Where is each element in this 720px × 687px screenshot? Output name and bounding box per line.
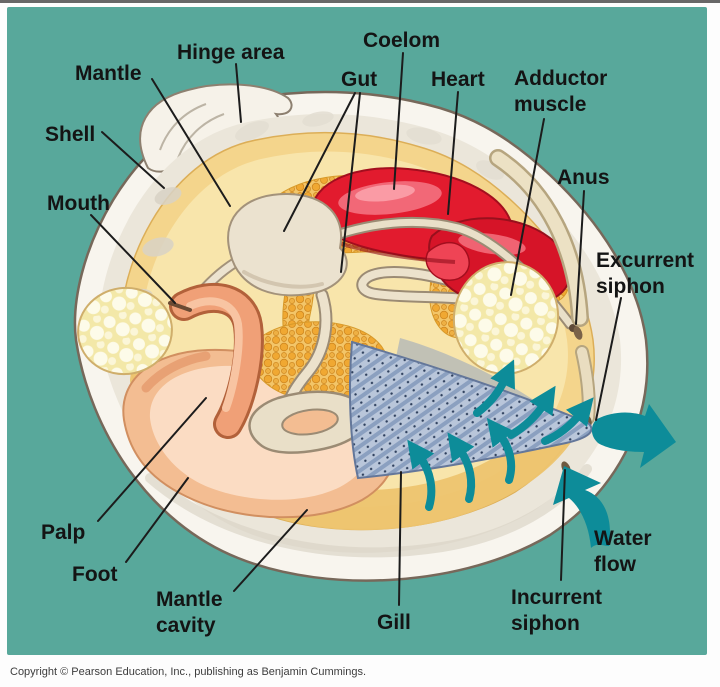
label-mouth: Mouth: [47, 192, 110, 215]
excurrent-opening: [573, 326, 583, 340]
gut-leader-b: [340, 92, 361, 273]
label-incurrent-siphon-1: Incurrent: [511, 586, 602, 609]
excurrent-flow-arrow: [473, 359, 515, 417]
label-gut: Gut: [341, 68, 377, 91]
intestine-loop: [248, 390, 369, 454]
excurrent-leader: [595, 297, 622, 421]
incurrent-leader: [560, 469, 566, 581]
palp-shape: [168, 282, 264, 439]
foot-shading: [141, 351, 211, 393]
mantle-leader: [151, 78, 231, 207]
mouth-opening: [168, 301, 192, 312]
labels: Mantle Hinge area Coelom Gut Heart Adduc…: [41, 29, 694, 637]
anterior-adductor-muscle: [77, 286, 173, 376]
label-anus: Anus: [557, 166, 610, 189]
label-water-flow-1: Water: [594, 527, 652, 550]
coelom-leader: [393, 52, 404, 190]
adductor-leader: [510, 118, 545, 296]
label-palp: Palp: [41, 521, 85, 544]
foot-leader: [125, 477, 189, 563]
label-heart: Heart: [431, 68, 485, 91]
illustration: [73, 52, 676, 606]
mantle-cavity-leader: [233, 509, 308, 592]
label-coelom: Coelom: [363, 29, 440, 52]
hinge-area-leader: [235, 63, 242, 123]
excurrent-flow-arrow: [507, 385, 556, 439]
label-adductor-muscle-1: Adductor: [514, 67, 607, 90]
leader-lines: [90, 52, 622, 606]
heart-leader: [447, 91, 459, 215]
gill-leader: [398, 471, 402, 606]
shell-leader: [101, 131, 165, 189]
stomach-shading: [242, 270, 324, 289]
label-adductor-muscle-2: muscle: [514, 93, 586, 116]
gut-leader-a: [283, 92, 356, 232]
label-hinge-area: Hinge area: [177, 41, 285, 64]
stomach-shape: [227, 192, 348, 297]
label-foot: Foot: [72, 563, 117, 586]
water-flow-arrows: [407, 359, 676, 548]
shell-bottom-shading: [145, 464, 592, 558]
excurrent-big-arrow: [591, 404, 676, 468]
copyright-line: Copyright © Pearson Education, Inc., pub…: [10, 666, 366, 678]
label-excurrent-siphon-1: Excurrent: [596, 249, 694, 272]
label-mantle-cavity-2: cavity: [156, 614, 216, 637]
label-water-flow-2: flow: [594, 553, 637, 576]
palp-leader: [97, 397, 207, 522]
label-shell: Shell: [45, 123, 95, 146]
label-mantle-cavity-1: Mantle: [156, 588, 223, 611]
gill-flow-arrow: [447, 432, 476, 503]
gill-flow-arrow: [407, 439, 436, 511]
mouth-leader: [90, 214, 176, 304]
incurrent-big-arrow: [553, 466, 610, 548]
label-excurrent-siphon-2: siphon: [596, 275, 665, 298]
top-edge-line: [0, 0, 720, 3]
label-gill: Gill: [377, 611, 411, 634]
anus-leader: [575, 190, 585, 325]
excurrent-flow-arrow: [541, 397, 594, 445]
gill-flow-arrow: [486, 417, 516, 484]
label-incurrent-siphon-2: siphon: [511, 612, 580, 635]
label-mantle: Mantle: [75, 62, 142, 85]
